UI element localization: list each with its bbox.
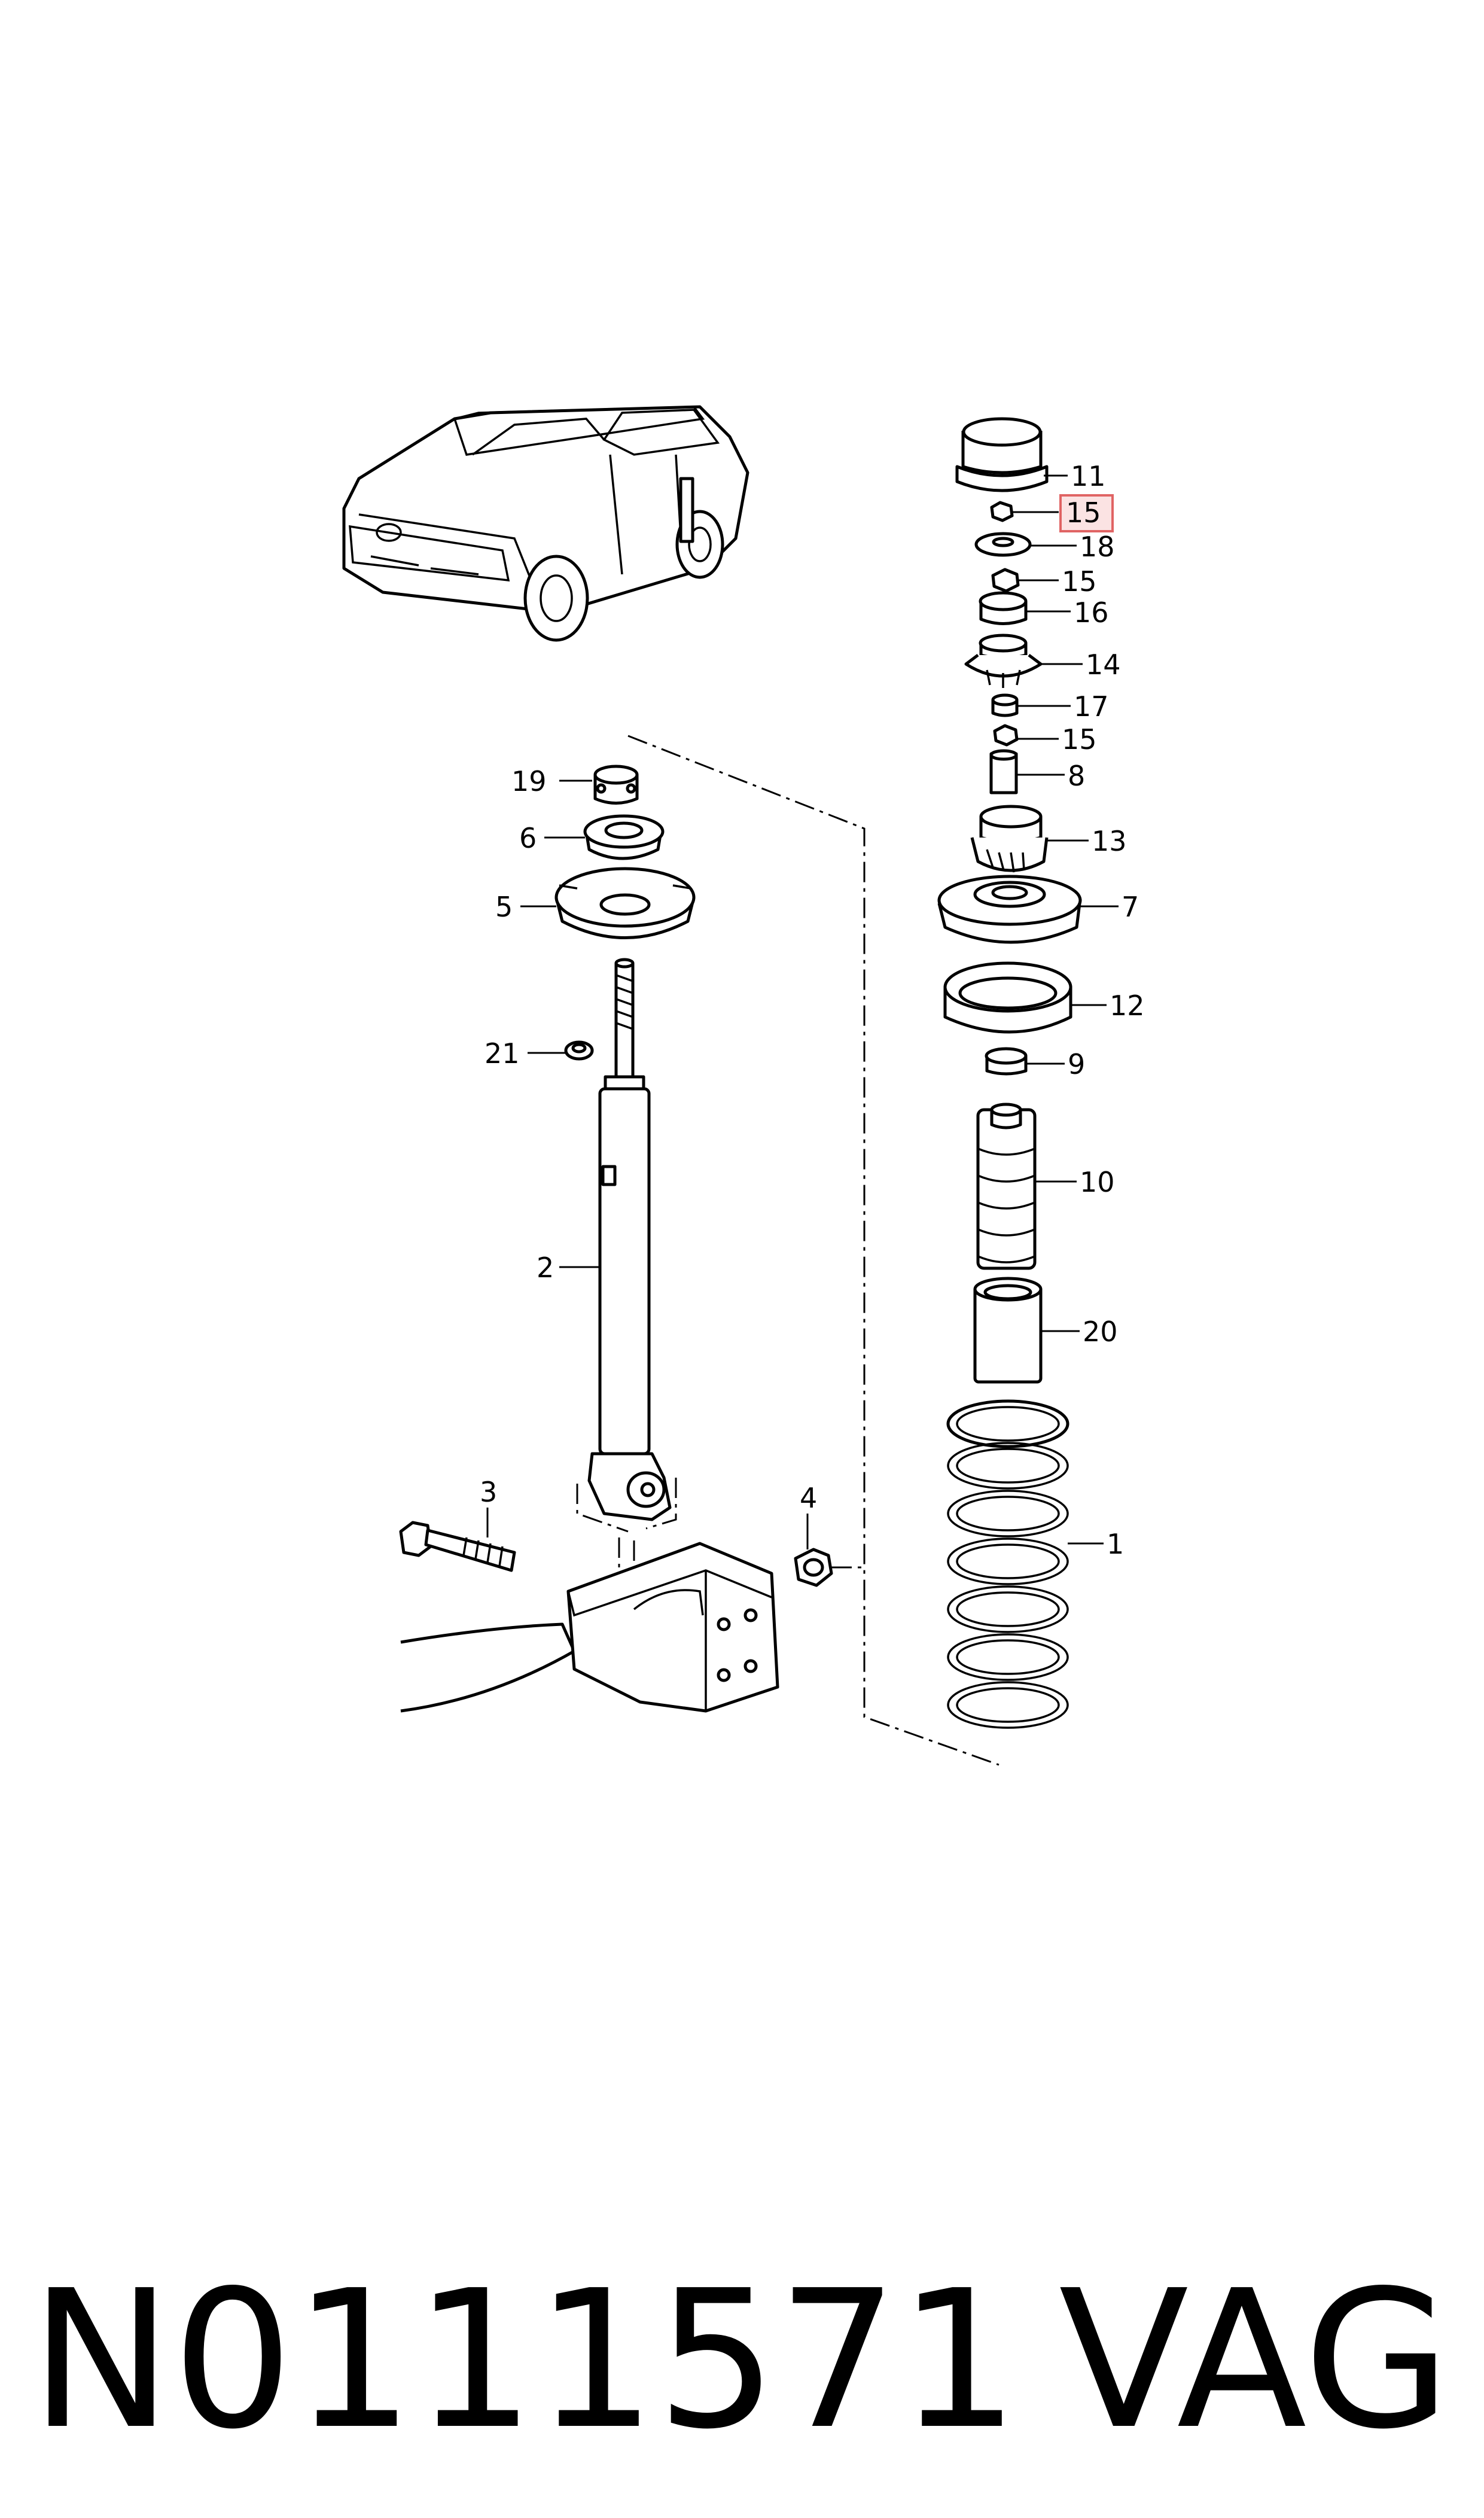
part-3-bolt	[399, 1521, 516, 1572]
callout-5: 5	[495, 891, 513, 923]
part-15-nut-middle	[991, 568, 1020, 593]
axle-mount-bracket	[400, 1542, 779, 1713]
callout-11: 11	[1071, 460, 1106, 492]
callout-20: 20	[1083, 1316, 1118, 1348]
part-18-washer	[974, 532, 1032, 557]
callout-15-lower: 15	[1062, 723, 1097, 756]
callout-13: 13	[1092, 825, 1127, 857]
callout-9: 9	[1068, 1048, 1085, 1080]
callout-18: 18	[1080, 531, 1115, 563]
leader-lines	[486, 474, 1119, 1549]
callout-16: 16	[1074, 596, 1109, 629]
part-2-shock-absorber	[587, 958, 672, 1521]
callout-10: 10	[1080, 1166, 1115, 1198]
car-illustration	[342, 405, 749, 642]
part-12-spring-pad	[943, 961, 1072, 1034]
part-number: N0111571	[30, 2249, 1020, 2471]
part-6-rubber-mount	[583, 814, 665, 860]
part-4-nut	[794, 1548, 833, 1587]
callout-4: 4	[800, 1482, 817, 1514]
callout-12: 12	[1110, 989, 1145, 1022]
part-10-bump-stop	[976, 1103, 1037, 1270]
part-9-bushing	[985, 1047, 1028, 1076]
callout-17: 17	[1074, 690, 1109, 723]
part-5-mount-plate	[554, 867, 696, 939]
brand-name: VAG	[1059, 2249, 1451, 2471]
callout-15-highlight	[1059, 494, 1114, 532]
callout-3: 3	[480, 1476, 497, 1508]
callout-21: 21	[484, 1037, 520, 1070]
part-15-nut-lower	[993, 724, 1019, 747]
callout-14: 14	[1086, 648, 1121, 681]
part-15-nut-upper	[990, 501, 1014, 522]
part-11-cap	[955, 417, 1049, 492]
callout-8: 8	[1068, 760, 1085, 792]
part-20-dust-cover	[973, 1277, 1043, 1384]
part-14-bump-mount	[964, 634, 1043, 688]
callout-2: 2	[537, 1252, 554, 1284]
callout-labels: 11 15 18 15 16 14 17 15 8 13 7 12 9 10 2…	[480, 460, 1145, 1560]
part-7-spring-seat	[937, 875, 1082, 944]
part-1-coil-spring	[946, 1399, 1069, 1729]
part-21-washer	[564, 1040, 594, 1061]
part-19-buffer-top	[593, 765, 639, 805]
part-13-upper-mount	[970, 805, 1049, 873]
callout-1: 1	[1107, 1528, 1124, 1560]
part-8-spacer-tube	[989, 749, 1018, 794]
part-16-spacer	[979, 591, 1028, 625]
callout-15-middle: 15	[1062, 565, 1097, 598]
part-17-sleeve	[991, 693, 1019, 717]
callout-19: 19	[511, 765, 547, 797]
callout-15-upper: 15	[1066, 497, 1101, 529]
callout-7: 7	[1122, 891, 1139, 923]
callout-6: 6	[519, 822, 537, 854]
footer-caption: N0111571 VAG	[30, 2261, 1465, 2459]
